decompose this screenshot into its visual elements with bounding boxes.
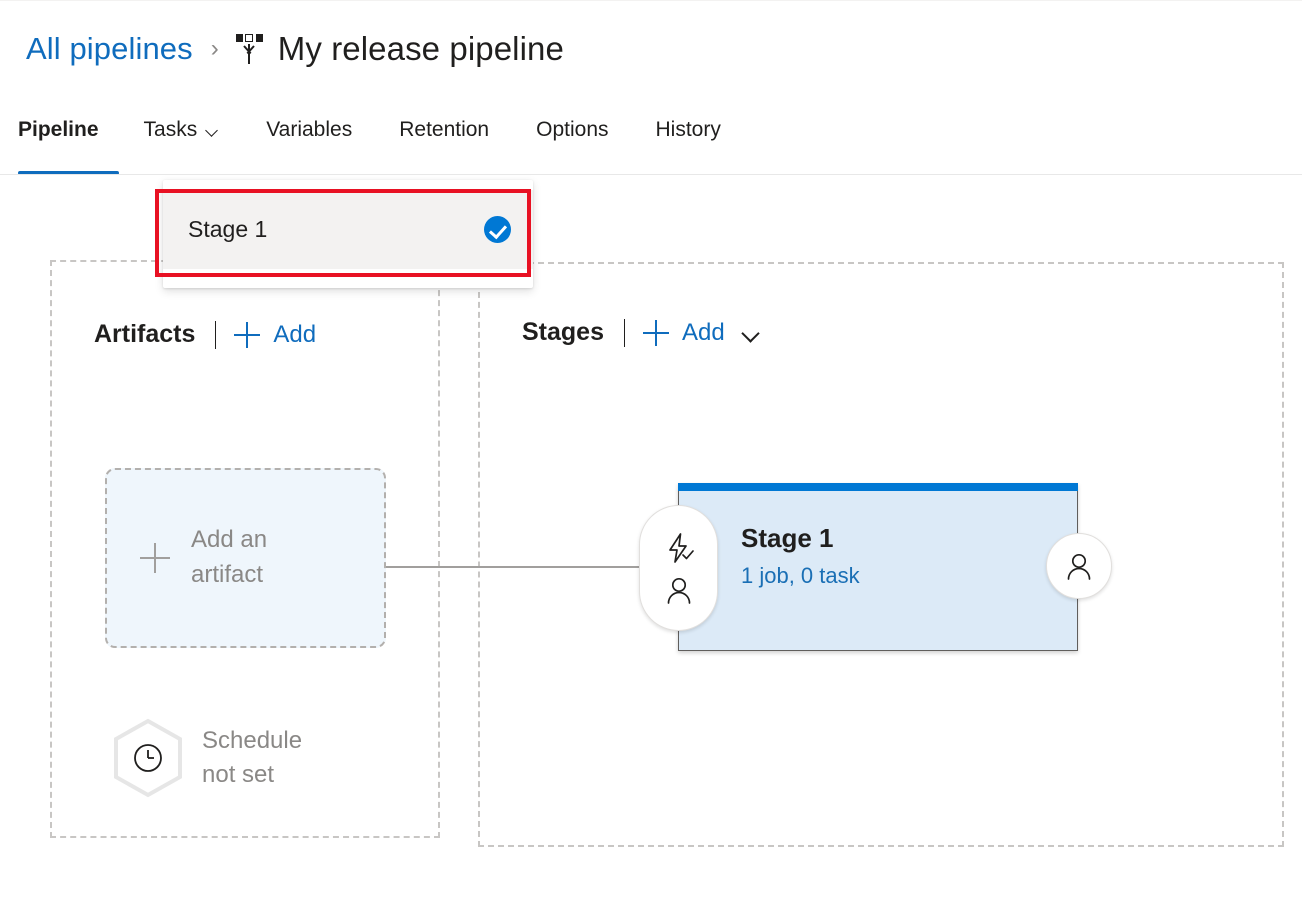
release-pipeline-icon bbox=[235, 32, 265, 66]
plus-icon[interactable] bbox=[642, 319, 669, 346]
stages-title: Stages bbox=[522, 318, 604, 346]
add-an-artifact-label-line1: Add an bbox=[191, 526, 268, 554]
tab-options-label: Options bbox=[536, 118, 609, 141]
header-divider bbox=[215, 320, 217, 349]
post-deployment-conditions-button[interactable] bbox=[1046, 533, 1112, 599]
artifacts-title: Artifacts bbox=[94, 320, 196, 348]
add-an-artifact-card[interactable]: Add an artifact bbox=[105, 468, 386, 648]
stage-card-stage-1[interactable]: Stage 1 1 job, 0 task bbox=[678, 483, 1078, 651]
stage-card-accent-bar bbox=[678, 483, 1078, 491]
chevron-down-icon[interactable] bbox=[742, 326, 760, 344]
schedule-label-line1: Schedule bbox=[202, 726, 303, 754]
artifact-stage-connector bbox=[386, 566, 682, 568]
page-title: My release pipeline bbox=[277, 30, 564, 67]
tab-variables[interactable]: Variables bbox=[266, 112, 352, 142]
clock-icon bbox=[112, 718, 184, 798]
breadcrumb-all-pipelines-link[interactable]: All pipelines bbox=[26, 31, 193, 66]
add-stage-button[interactable]: Add bbox=[681, 318, 725, 346]
tasks-dropdown-panel: Stage 1 bbox=[163, 180, 533, 288]
person-icon bbox=[1063, 550, 1095, 582]
breadcrumb-separator-icon: › bbox=[210, 35, 219, 62]
stages-zone bbox=[478, 262, 1284, 847]
check-circle-icon bbox=[484, 216, 511, 243]
tab-bar-divider bbox=[0, 174, 1302, 175]
plus-icon bbox=[140, 543, 170, 573]
stage-job-task-count[interactable]: 1 job, 0 task bbox=[741, 563, 860, 588]
tab-options[interactable]: Options bbox=[536, 112, 608, 142]
add-an-artifact-label: Add an artifact bbox=[191, 523, 267, 593]
dropdown-item-label: Stage 1 bbox=[188, 216, 268, 242]
tab-retention-label: Retention bbox=[399, 118, 490, 141]
top-divider bbox=[0, 0, 1302, 1]
add-an-artifact-label-line2: artifact bbox=[191, 561, 264, 588]
schedule-label-line2: not set bbox=[202, 761, 275, 788]
dropdown-item-stage-1[interactable]: Stage 1 bbox=[163, 190, 533, 269]
tab-retention[interactable]: Retention bbox=[399, 112, 489, 142]
tab-bar: Pipeline Tasks Variables Retention Optio… bbox=[0, 112, 1302, 176]
tab-tasks[interactable]: Tasks bbox=[144, 112, 220, 142]
schedule-label: Schedule not set bbox=[202, 724, 302, 792]
stage-name: Stage 1 bbox=[741, 523, 834, 553]
person-icon bbox=[663, 574, 695, 606]
breadcrumb: All pipelines › My release pipeline bbox=[26, 22, 564, 76]
active-tab-indicator bbox=[18, 171, 119, 175]
tab-history-label: History bbox=[655, 118, 721, 141]
pre-deployment-conditions-button[interactable] bbox=[639, 505, 718, 631]
artifacts-header: Artifacts Add bbox=[94, 320, 316, 349]
add-artifact-button[interactable]: Add bbox=[273, 320, 317, 348]
stages-header: Stages Add bbox=[522, 318, 760, 347]
tab-pipeline[interactable]: Pipeline bbox=[18, 112, 99, 142]
chevron-down-icon bbox=[206, 125, 219, 138]
tab-history[interactable]: History bbox=[656, 112, 721, 142]
plus-icon[interactable] bbox=[234, 321, 261, 348]
header-divider bbox=[623, 318, 625, 347]
schedule-trigger[interactable]: Schedule not set bbox=[112, 718, 302, 798]
tab-variables-label: Variables bbox=[266, 118, 353, 141]
tab-pipeline-label: Pipeline bbox=[18, 118, 99, 141]
lightning-bolt-check-icon bbox=[662, 531, 696, 565]
tab-tasks-label: Tasks bbox=[143, 118, 198, 141]
stage-card-text: Stage 1 1 job, 0 task bbox=[741, 523, 860, 589]
